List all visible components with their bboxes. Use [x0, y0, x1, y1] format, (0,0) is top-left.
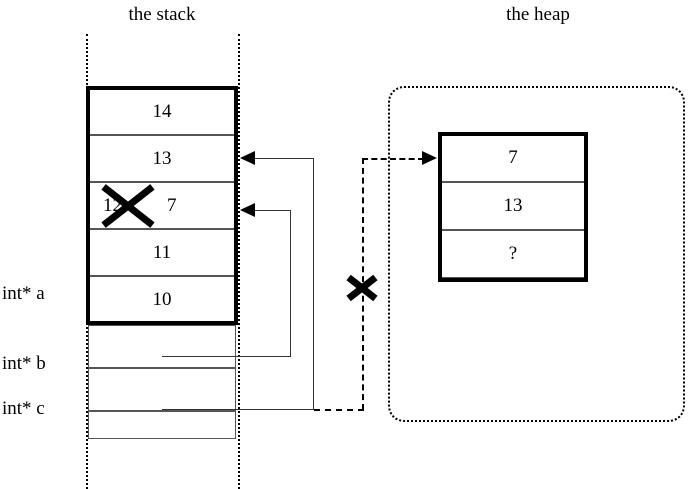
heap-title: the heap	[506, 4, 570, 25]
stack-cell-empty	[88, 411, 236, 439]
stack-cell-11-value: 11	[152, 241, 172, 263]
pointer-c-arrowhead-icon	[240, 151, 255, 165]
dangling-pointer-dashed-base	[314, 409, 364, 411]
value-strikeout-x-icon	[97, 183, 159, 228]
dangling-pointer-dashed-top	[362, 158, 424, 160]
stack-cell-10: 10	[88, 276, 236, 323]
pointer-c-vertical-segment	[313, 158, 314, 410]
variable-label-c: int* c	[2, 398, 45, 419]
pointer-c-horizontal-segment	[162, 409, 314, 410]
stack-cell-b	[88, 325, 236, 368]
stack-cell-14-value: 14	[152, 100, 172, 122]
heap-cell-unknown-value: ?	[508, 243, 518, 264]
invalid-pointer-x-icon	[345, 271, 379, 305]
pointer-c-arrow-segment	[254, 158, 314, 159]
heap-region	[388, 86, 685, 422]
stack-cell-14: 14	[88, 88, 236, 135]
dangling-pointer-dashed-vertical	[362, 158, 364, 410]
heap-cell-13-value: 13	[503, 195, 523, 216]
stack-right-guideline	[238, 34, 240, 489]
pointer-b-vertical-segment	[290, 210, 291, 357]
stack-cell-10-value: 10	[152, 288, 172, 310]
stack-cell-11: 11	[88, 229, 236, 276]
heap-cell-unknown: ?	[440, 230, 586, 278]
stack-cell-13: 13	[88, 135, 236, 182]
heap-cell-7: 7	[440, 134, 586, 182]
pointer-b-arrow-segment	[254, 210, 291, 211]
pointer-b-horizontal-segment	[162, 356, 290, 357]
stack-cell-c	[88, 368, 236, 411]
stack-cell-13-value: 13	[152, 147, 172, 169]
variable-label-b: int* b	[2, 353, 46, 374]
stack-title: the stack	[128, 4, 196, 25]
stack-cell-old-value: 12	[103, 194, 122, 216]
pointer-b-arrowhead-icon	[240, 203, 255, 217]
stack-cell-new-value: 7	[167, 194, 177, 216]
variable-label-a: int* a	[2, 283, 45, 304]
stack-cell-overwritten: 12 7	[88, 182, 236, 229]
heap-cell-7-value: 7	[508, 147, 518, 168]
dangling-pointer-arrowhead-icon	[422, 151, 437, 165]
heap-cell-13: 13	[440, 182, 586, 230]
